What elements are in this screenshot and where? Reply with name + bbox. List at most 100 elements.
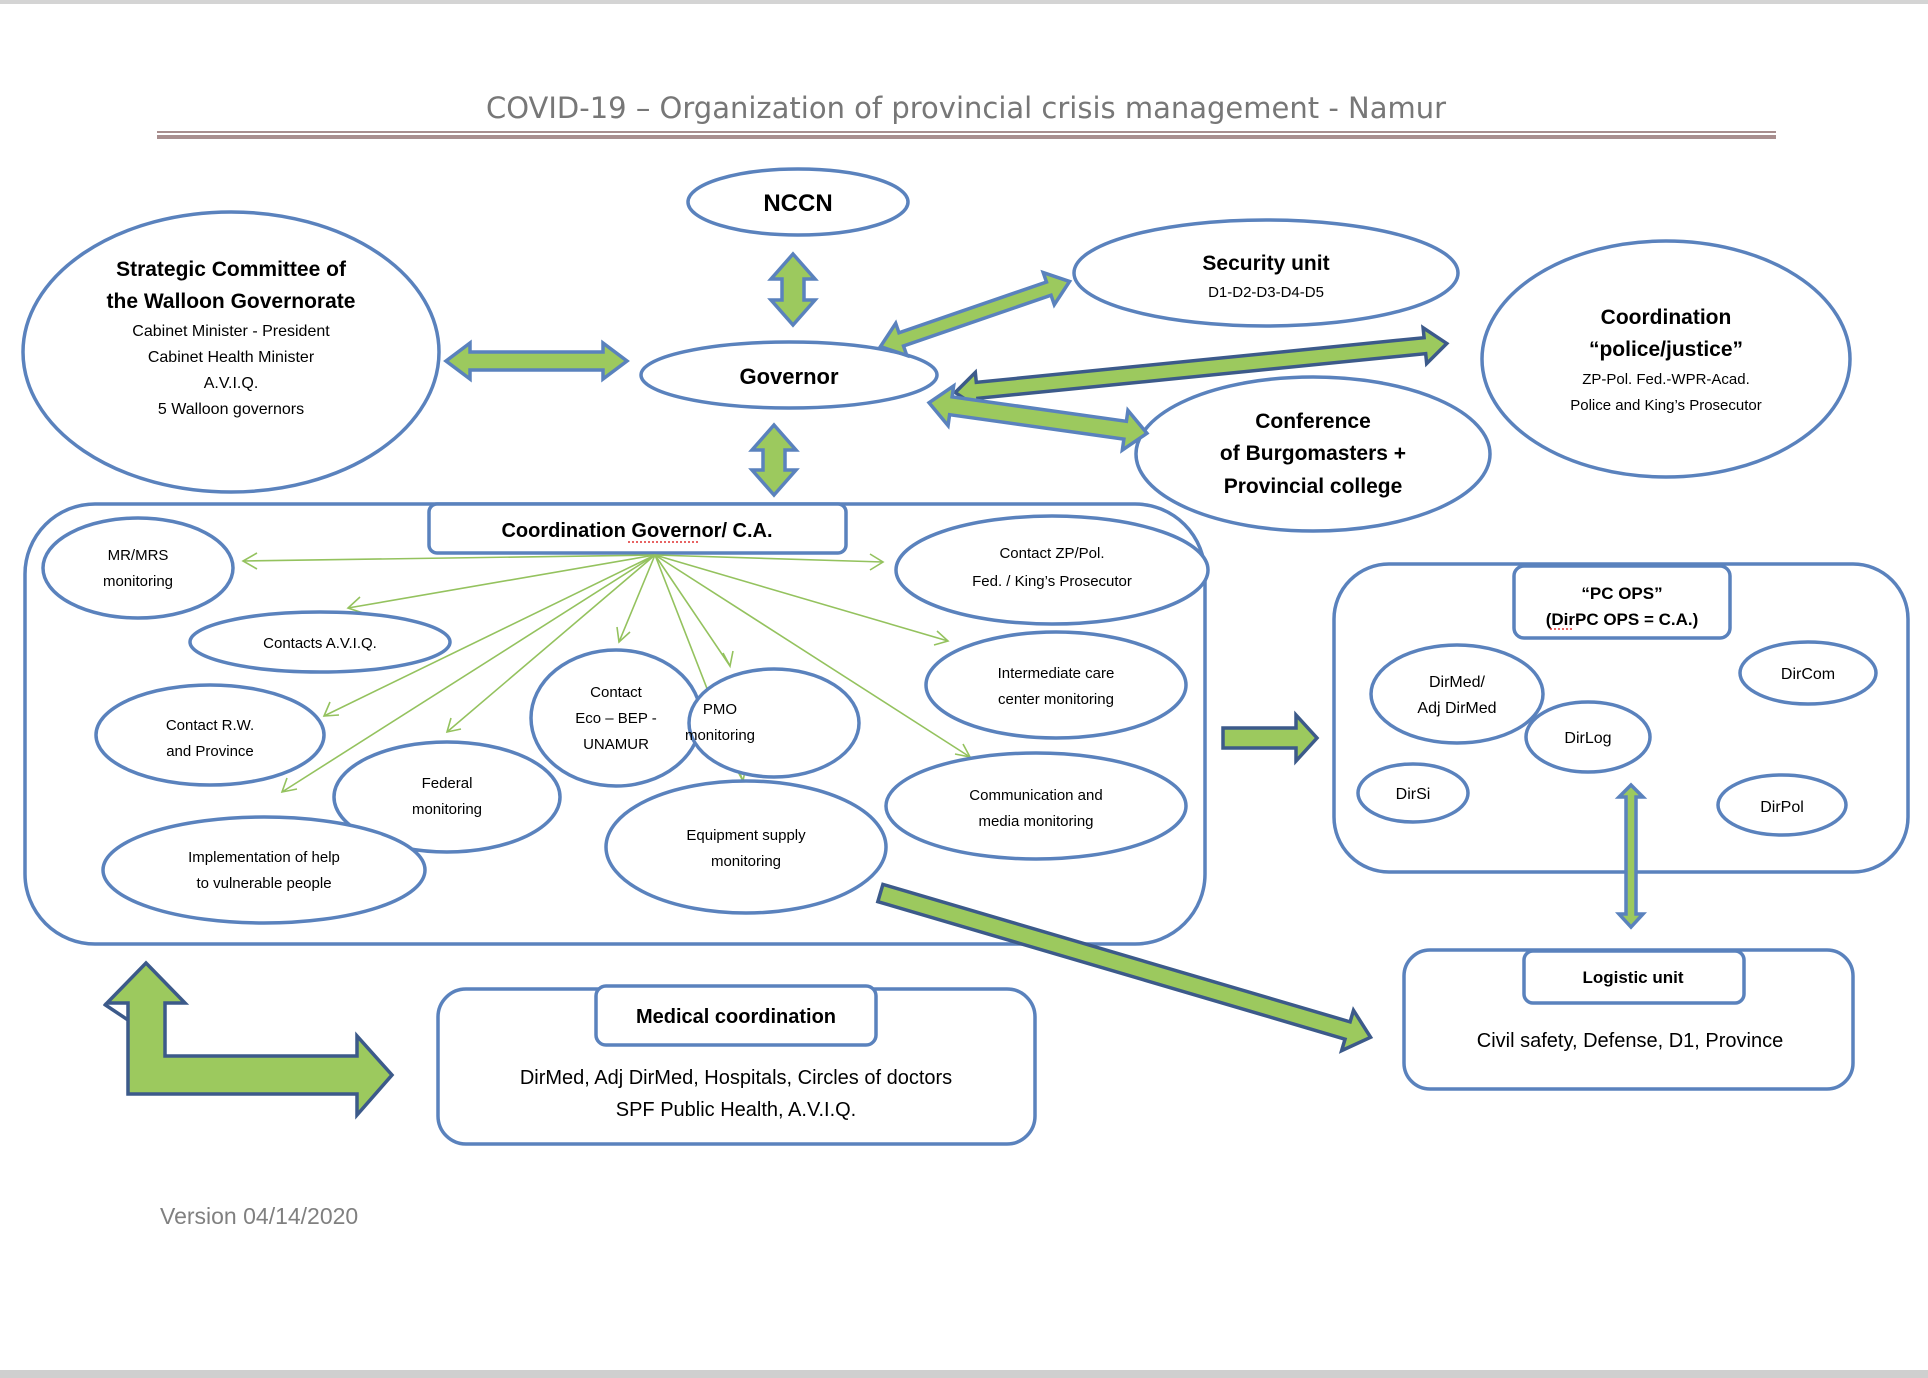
police-justice-title-2: “police/justice” bbox=[1589, 338, 1743, 361]
version-label: Version 04/14/2020 bbox=[160, 1203, 358, 1229]
contact-zp-line-2: Fed. / King’s Prosecutor bbox=[972, 573, 1132, 590]
fan-arrow-pmo bbox=[654, 554, 731, 667]
arrow-strategic-governor bbox=[443, 339, 630, 383]
coord-item-communication[interactable]: Communication and media monitoring bbox=[884, 751, 1188, 861]
police-justice-title-1: Coordination bbox=[1601, 306, 1732, 329]
coord-item-contact-rw[interactable]: Contact R.W. and Province bbox=[94, 683, 326, 787]
pcops-item-dirlog[interactable]: DirLog bbox=[1524, 700, 1652, 774]
pcops-item-dirpol[interactable]: DirPol bbox=[1716, 773, 1848, 837]
strategic-line-2: Cabinet Health Minister bbox=[148, 349, 315, 366]
logistic-title-box[interactable]: Logistic unit bbox=[1522, 949, 1746, 1005]
contact-rw-line-2: and Province bbox=[166, 743, 254, 760]
communication-line-2: media monitoring bbox=[978, 813, 1093, 830]
node-governor[interactable]: Governor bbox=[639, 340, 939, 410]
intermediate-care-line-1: Intermediate care bbox=[998, 665, 1115, 682]
equipment-line-1: Equipment supply bbox=[686, 827, 806, 844]
security-title: Security unit bbox=[1202, 252, 1329, 275]
strategic-title-line-1: Strategic Committee of bbox=[116, 258, 347, 281]
coord-item-federal[interactable]: Federal monitoring bbox=[332, 740, 562, 854]
pmo-line-2: monitoring bbox=[685, 727, 755, 744]
node-police-justice[interactable]: Coordination “police/justice” ZP-Pol. Fe… bbox=[1480, 239, 1852, 479]
medical-line-2: SPF Public Health, A.V.I.Q. bbox=[616, 1099, 857, 1121]
coord-item-mr-mrs[interactable]: MR/MRS monitoring bbox=[41, 516, 235, 620]
fan-arrow-help bbox=[281, 554, 656, 793]
equipment-line-2: monitoring bbox=[711, 853, 781, 870]
pcops-item-dirsi[interactable]: DirSi bbox=[1356, 762, 1470, 824]
contact-zp-line-1: Contact ZP/Pol. bbox=[999, 545, 1104, 562]
dirpol-label: DirPol bbox=[1760, 799, 1804, 816]
help-line-1: Implementation of help bbox=[188, 849, 340, 866]
dirmed-line-1: DirMed/ bbox=[1429, 674, 1486, 691]
logistic-body: Civil safety, Defense, D1, Province bbox=[1477, 1030, 1783, 1052]
strategic-line-3: A.V.I.Q. bbox=[204, 375, 259, 392]
coord-item-contact-eco[interactable]: Contact Eco – BEP - UNAMUR bbox=[529, 648, 703, 788]
arrow-governor-conference bbox=[926, 382, 1150, 454]
coord-item-intermediate-care[interactable]: Intermediate care center monitoring bbox=[924, 630, 1188, 740]
federal-line-2: monitoring bbox=[412, 801, 482, 818]
arrow-governor-security bbox=[877, 269, 1073, 359]
pcops-title-1: “PC OPS” bbox=[1581, 584, 1662, 603]
coord-item-contact-zp[interactable]: Contact ZP/Pol. Fed. / King’s Prosecutor bbox=[894, 514, 1210, 626]
contact-eco-line-2: Eco – BEP - bbox=[575, 710, 656, 727]
logistic-title: Logistic unit bbox=[1582, 968, 1683, 987]
node-nccn[interactable]: NCCN bbox=[686, 167, 910, 237]
intermediate-care-line-2: center monitoring bbox=[998, 691, 1114, 708]
strategic-line-4: 5 Walloon governors bbox=[158, 401, 304, 418]
medical-title: Medical coordination bbox=[636, 1006, 836, 1028]
fan-arrow-intermediate-care bbox=[654, 554, 949, 642]
contact-rw-line-1: Contact R.W. bbox=[166, 717, 254, 734]
pcops-title-2: (DirPC OPS = C.A.) bbox=[1546, 610, 1699, 629]
fan-arrow-federal bbox=[446, 554, 656, 733]
arrow-dirlog-logistic bbox=[1614, 782, 1648, 930]
window-top-border bbox=[0, 0, 1928, 4]
fan-arrow-communication bbox=[654, 554, 971, 758]
fan-arrow-mr-mrs bbox=[242, 554, 656, 562]
node-conference[interactable]: Conference of Burgomasters + Provincial … bbox=[1134, 375, 1492, 533]
contact-eco-line-3: UNAMUR bbox=[583, 736, 649, 753]
node-strategic-committee[interactable]: Strategic Committee of the Walloon Gover… bbox=[21, 210, 441, 494]
dirlog-label: DirLog bbox=[1564, 730, 1611, 747]
help-line-2: to vulnerable people bbox=[196, 875, 331, 892]
police-justice-line-1: ZP-Pol. Fed.-WPR-Acad. bbox=[1582, 371, 1750, 388]
strategic-title-line-2: the Walloon Governorate bbox=[107, 290, 356, 313]
coordination-fan-arrows bbox=[241, 552, 972, 794]
federal-line-1: Federal bbox=[422, 775, 473, 792]
coordination-title: Coordination Governor/ C.A. bbox=[501, 520, 772, 542]
fan-arrow-contact-eco bbox=[618, 554, 656, 643]
conference-line-2: of Burgomasters + bbox=[1220, 442, 1406, 465]
dircom-label: DirCom bbox=[1781, 666, 1835, 683]
pcops-item-dirmed[interactable]: DirMed/ Adj DirMed bbox=[1369, 643, 1545, 745]
node-security-unit[interactable]: Security unit D1-D2-D3-D4-D5 bbox=[1072, 218, 1460, 328]
title-divider-thick bbox=[157, 135, 1776, 139]
coord-item-contacts-aviq[interactable]: Contacts A.V.I.Q. bbox=[188, 610, 452, 674]
arrow-elbow-to-medical bbox=[102, 960, 395, 1120]
security-line-1: D1-D2-D3-D4-D5 bbox=[1208, 284, 1324, 301]
arrow-coordination-to-logistic bbox=[875, 882, 1374, 1054]
strategic-line-1: Cabinet Minister - President bbox=[132, 323, 330, 340]
arrow-nccn-governor bbox=[767, 251, 819, 328]
police-justice-line-2: Police and King’s Prosecutor bbox=[1570, 397, 1762, 414]
coord-item-help-vulnerable[interactable]: Implementation of help to vulnerable peo… bbox=[101, 815, 427, 925]
contacts-aviq-line-1: Contacts A.V.I.Q. bbox=[263, 635, 377, 652]
medical-title-box[interactable]: Medical coordination bbox=[594, 984, 878, 1047]
coordination-title-box[interactable]: Coordination Governor/ C.A. bbox=[427, 502, 848, 555]
conference-line-1: Conference bbox=[1255, 410, 1371, 433]
arrow-coordination-to-pcops bbox=[1221, 710, 1320, 766]
fan-arrow-contact-rw bbox=[323, 554, 656, 717]
dirmed-line-2: Adj DirMed bbox=[1417, 700, 1496, 717]
pcops-item-dircom[interactable]: DirCom bbox=[1738, 640, 1878, 706]
mr-mrs-line-2: monitoring bbox=[103, 573, 173, 590]
conference-line-3: Provincial college bbox=[1224, 475, 1403, 498]
dirsi-label: DirSi bbox=[1396, 786, 1431, 803]
title-divider-thin bbox=[157, 131, 1776, 133]
coord-item-equipment[interactable]: Equipment supply monitoring bbox=[604, 779, 888, 915]
coord-item-pmo[interactable]: PMO monitoring bbox=[685, 667, 861, 779]
mr-mrs-line-1: MR/MRS bbox=[108, 547, 169, 564]
contact-eco-line-1: Contact bbox=[590, 684, 643, 701]
page-title: COVID-19 – Organization of provincial cr… bbox=[486, 91, 1446, 125]
pcops-title-box[interactable]: “PC OPS” (DirPC OPS = C.A.) bbox=[1512, 564, 1732, 640]
pmo-line-1: PMO bbox=[703, 701, 737, 718]
fan-arrow-contacts-aviq bbox=[347, 554, 656, 609]
fan-arrow-contact-zp bbox=[654, 554, 884, 563]
